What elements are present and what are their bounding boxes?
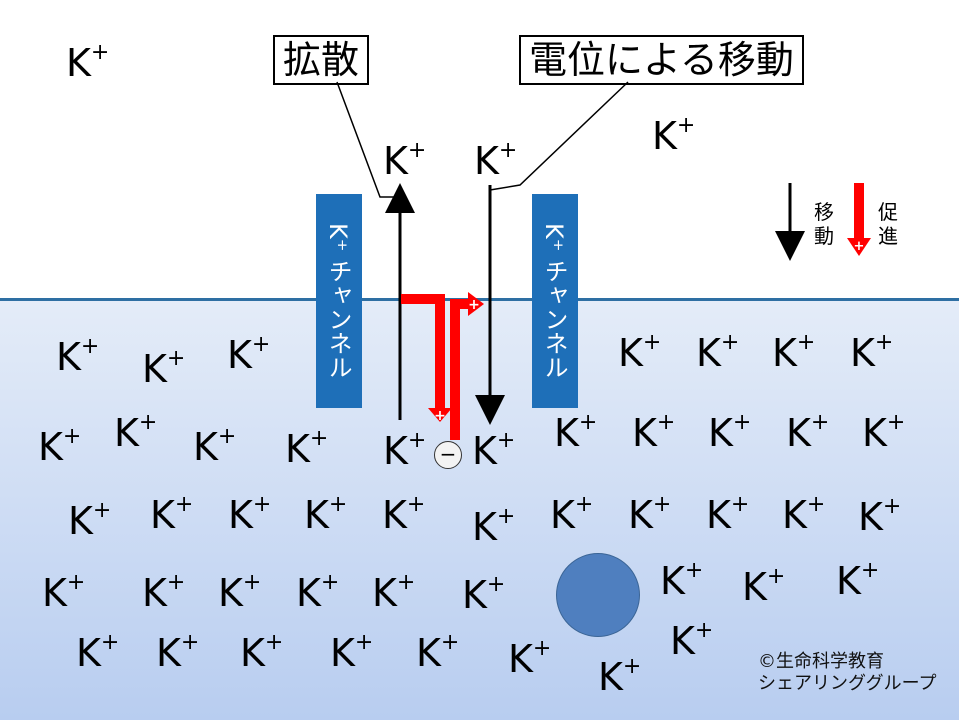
diffusion-label: 拡散 bbox=[273, 35, 370, 85]
k-ion: K+ bbox=[508, 636, 552, 681]
k-ion: K+ bbox=[850, 330, 894, 375]
k-ion: K+ bbox=[383, 428, 427, 473]
k-channel-left: K⁺ チャンネル bbox=[316, 194, 362, 408]
k-ion: K+ bbox=[227, 332, 271, 377]
k-ion: K+ bbox=[382, 492, 426, 537]
legend-move-label: 移動 bbox=[814, 200, 834, 248]
k-ion: K+ bbox=[550, 492, 594, 537]
promote-arrow-left bbox=[401, 294, 445, 410]
k-ion: K+ bbox=[193, 424, 237, 469]
k-ion: K+ bbox=[296, 570, 340, 615]
k-ion: K+ bbox=[56, 334, 100, 379]
electric-movement-label: 電位による移動 bbox=[519, 35, 804, 85]
k-ion: K+ bbox=[462, 572, 506, 617]
k-ion: K+ bbox=[228, 492, 272, 537]
promote-arrow-right bbox=[450, 299, 470, 440]
cell-membrane bbox=[0, 298, 959, 301]
k-ion: K+ bbox=[472, 504, 516, 549]
k-ion: K+ bbox=[114, 410, 158, 455]
intracellular-region bbox=[0, 300, 959, 720]
k-ion: K+ bbox=[858, 494, 902, 539]
legend-promote-label: 促進 bbox=[878, 200, 898, 248]
k-ion: K+ bbox=[652, 113, 696, 158]
intracellular-molecule bbox=[556, 553, 640, 637]
k-ion: K+ bbox=[416, 630, 460, 675]
k-ion: K+ bbox=[218, 570, 262, 615]
svg-text:+: + bbox=[434, 408, 446, 424]
legend-promote-arrow bbox=[854, 183, 864, 239]
copyright-line2: シェアリンググループ bbox=[758, 673, 937, 694]
k-ion: K+ bbox=[76, 630, 120, 675]
copyright-line1: ©生命科学教育 bbox=[758, 651, 884, 672]
k-ion: K+ bbox=[150, 492, 194, 537]
k-ion: K+ bbox=[38, 424, 82, 469]
k-ion: K+ bbox=[474, 138, 518, 183]
negative-charge: − bbox=[434, 441, 462, 469]
k-ion: K+ bbox=[632, 410, 676, 455]
k-ion: K+ bbox=[285, 426, 329, 471]
k-ion: K+ bbox=[142, 346, 186, 391]
k-ion: K+ bbox=[383, 138, 427, 183]
k-ion: K+ bbox=[708, 410, 752, 455]
k-ion: K+ bbox=[142, 570, 186, 615]
k-ion: K+ bbox=[836, 558, 880, 603]
k-ion: K+ bbox=[628, 492, 672, 537]
svg-text:+: + bbox=[854, 239, 865, 254]
k-ion: K+ bbox=[696, 330, 740, 375]
k-ion: K+ bbox=[618, 330, 662, 375]
k-ion: K+ bbox=[304, 492, 348, 537]
k-ion: K+ bbox=[372, 570, 416, 615]
k-ion: K+ bbox=[660, 558, 704, 603]
k-ion: K+ bbox=[240, 630, 284, 675]
k-ion: K+ bbox=[706, 492, 750, 537]
k-ion: K+ bbox=[42, 570, 86, 615]
k-ion: K+ bbox=[772, 330, 816, 375]
k-ion: K+ bbox=[68, 498, 112, 543]
k-ion: K+ bbox=[786, 410, 830, 455]
svg-text:+: + bbox=[468, 297, 480, 313]
k-ion: K+ bbox=[66, 40, 110, 85]
k-ion: K+ bbox=[862, 410, 906, 455]
k-ion: K+ bbox=[670, 618, 714, 663]
k-ion: K+ bbox=[472, 428, 516, 473]
electric-callout-line bbox=[489, 81, 629, 191]
copyright: ©生命科学教育 シェアリンググループ bbox=[758, 651, 937, 695]
k-ion: K+ bbox=[156, 630, 200, 675]
k-ion: K+ bbox=[330, 630, 374, 675]
k-channel-right: K⁺ チャンネル bbox=[532, 194, 578, 408]
k-ion: K+ bbox=[782, 492, 826, 537]
k-ion: K+ bbox=[554, 410, 598, 455]
k-ion: K+ bbox=[598, 654, 642, 699]
k-ion: K+ bbox=[742, 564, 786, 609]
